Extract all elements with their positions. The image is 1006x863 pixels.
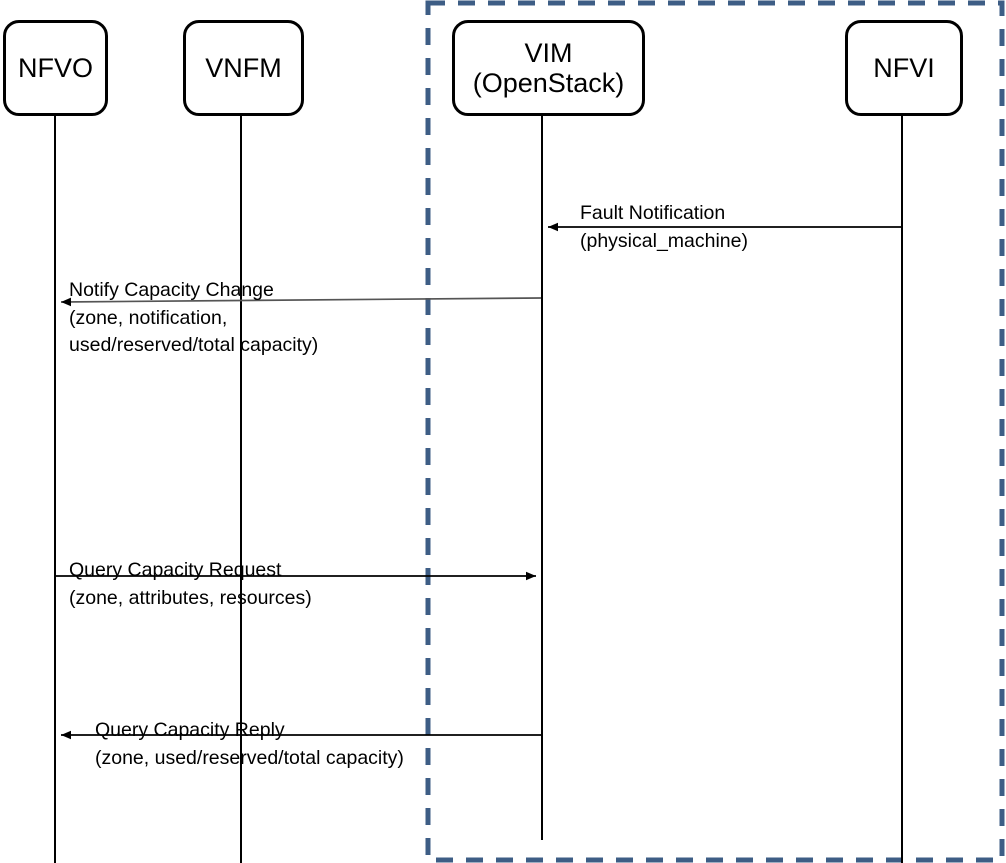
actor-sublabel-vim: (OpenStack) bbox=[472, 68, 625, 98]
message-label-line2-notify-capacity-change: (zone, notification, bbox=[69, 306, 228, 329]
vim-scope-boundary bbox=[425, 0, 1005, 863]
message-label-line2-fault-notification: (physical_machine) bbox=[580, 229, 748, 252]
actor-label-nfvi: NFVI bbox=[873, 52, 935, 83]
message-label-query-capacity-reply: Query Capacity Reply (zone, used/reserve… bbox=[95, 717, 404, 772]
actor-label-vim: VIM bbox=[524, 37, 573, 68]
message-label-query-capacity-request: Query Capacity Request (zone, attributes… bbox=[69, 557, 312, 612]
message-arrow-notify-capacity-change bbox=[60, 297, 542, 307]
actor-box-nfvo[interactable]: NFVO bbox=[3, 20, 108, 116]
message-label-line2-query-capacity-reply: (zone, used/reserved/total capacity) bbox=[95, 746, 404, 769]
actor-box-vim[interactable]: VIM (OpenStack) bbox=[452, 20, 645, 116]
message-label-line2-query-capacity-request: (zone, attributes, resources) bbox=[69, 586, 312, 609]
message-label-line1-query-capacity-request: Query Capacity Request bbox=[69, 559, 282, 581]
message-label-line1-notify-capacity-change: Notify Capacity Change bbox=[69, 279, 274, 301]
message-label-line1-fault-notification: Fault Notification bbox=[580, 202, 726, 224]
message-label-line3-notify-capacity-change: used/reserved/total capacity) bbox=[69, 334, 319, 357]
actor-box-nfvi[interactable]: NFVI bbox=[845, 20, 963, 116]
message-label-fault-notification: Fault Notification (physical_machine) bbox=[580, 200, 748, 255]
actor-box-vnfm[interactable]: VNFM bbox=[183, 20, 304, 116]
message-label-notify-capacity-change: Notify Capacity Change (zone, notificati… bbox=[69, 277, 318, 360]
message-label-line1-query-capacity-reply: Query Capacity Reply bbox=[95, 719, 285, 741]
actor-label-nfvo: NFVO bbox=[17, 52, 93, 83]
actor-label-vnfm: VNFM bbox=[205, 52, 282, 83]
